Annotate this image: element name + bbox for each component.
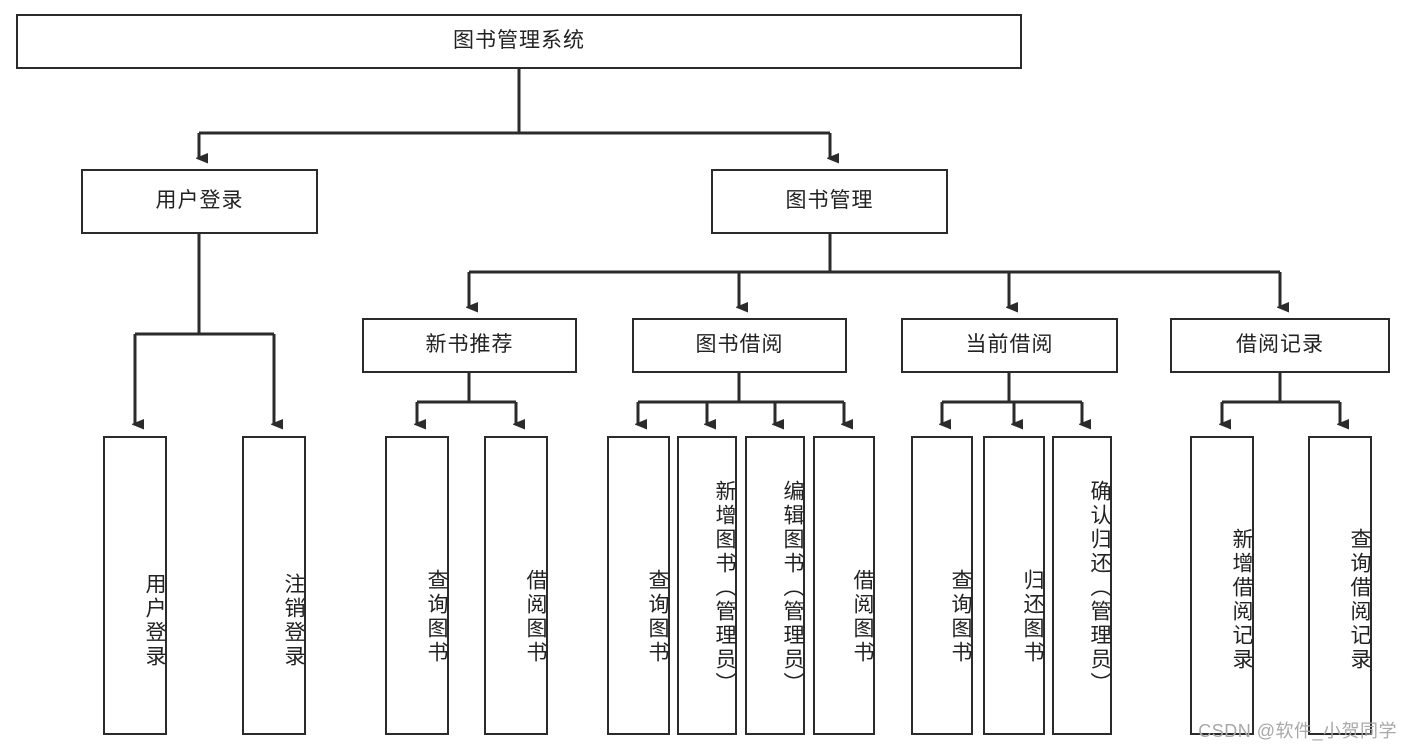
node-leaf-query-book-br-label: 查询图书 (646, 568, 669, 665)
node-leaf-add-book[interactable]: 新增图书（管理员） (677, 436, 737, 735)
node-current-borrow-label: 当前借阅 (965, 333, 1054, 357)
node-leaf-confirm-return[interactable]: 确认归还（管理员） (1052, 436, 1112, 735)
node-leaf-add-book-label: 新增图书（管理员） (713, 479, 736, 696)
node-leaf-user-login-label: 用户登录 (143, 572, 166, 669)
node-root-label: 图书管理系统 (453, 29, 585, 53)
node-leaf-add-record[interactable]: 新增借阅记录 (1190, 436, 1254, 735)
node-leaf-query-record-label: 查询借阅记录 (1348, 527, 1371, 672)
node-book-manage[interactable]: 图书管理 (711, 169, 948, 234)
node-leaf-borrow-book-br[interactable]: 借阅图书 (813, 436, 875, 735)
node-leaf-borrow-book-rec[interactable]: 借阅图书 (484, 436, 548, 735)
node-leaf-borrow-book-br-label: 借阅图书 (851, 568, 874, 665)
node-leaf-return-book[interactable]: 归还图书 (983, 436, 1045, 735)
node-leaf-query-record[interactable]: 查询借阅记录 (1308, 436, 1372, 735)
node-borrow-record-label: 借阅记录 (1236, 333, 1324, 357)
node-leaf-query-book-rec-label: 查询图书 (425, 568, 448, 665)
node-leaf-edit-book[interactable]: 编辑图书（管理员） (745, 436, 805, 735)
watermark: CSDN @软件_小贺同学 (1198, 721, 1397, 741)
node-leaf-query-book-cb-label: 查询图书 (949, 568, 972, 665)
node-new-book-recommend[interactable]: 新书推荐 (362, 318, 577, 373)
node-leaf-confirm-return-label: 确认归还（管理员） (1088, 479, 1111, 696)
node-leaf-query-book-br[interactable]: 查询图书 (607, 436, 670, 735)
node-leaf-query-book-rec[interactable]: 查询图书 (385, 436, 449, 735)
node-leaf-return-book-label: 归还图书 (1021, 568, 1044, 665)
node-current-borrow[interactable]: 当前借阅 (901, 318, 1118, 373)
node-user-login-label: 用户登录 (155, 189, 244, 213)
node-new-book-recommend-label: 新书推荐 (425, 333, 514, 357)
node-leaf-user-login[interactable]: 用户登录 (103, 436, 167, 735)
node-leaf-query-book-cb[interactable]: 查询图书 (911, 436, 973, 735)
node-leaf-edit-book-label: 编辑图书（管理员） (781, 479, 804, 696)
node-leaf-logout[interactable]: 注销登录 (242, 436, 306, 735)
node-leaf-borrow-book-rec-label: 借阅图书 (524, 568, 547, 665)
node-book-borrow[interactable]: 图书借阅 (632, 318, 847, 373)
node-leaf-logout-label: 注销登录 (282, 572, 305, 669)
node-user-login[interactable]: 用户登录 (81, 169, 318, 234)
node-book-manage-label: 图书管理 (785, 189, 874, 213)
node-borrow-record[interactable]: 借阅记录 (1170, 318, 1390, 373)
node-root[interactable]: 图书管理系统 (16, 14, 1022, 69)
node-book-borrow-label: 图书借阅 (695, 333, 784, 357)
node-leaf-add-record-label: 新增借阅记录 (1230, 527, 1253, 672)
